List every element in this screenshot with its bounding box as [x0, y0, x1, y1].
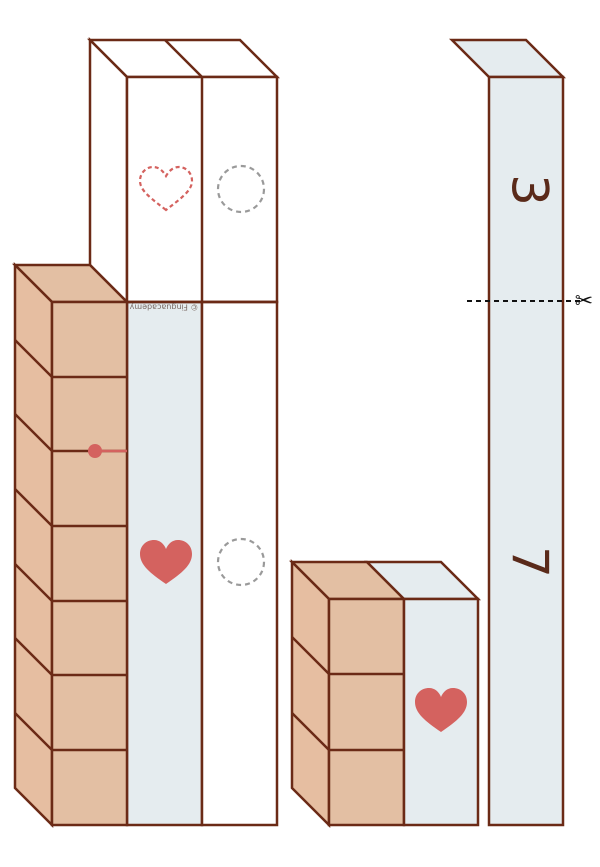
tall-strip: © Finguacademy: [86, 36, 281, 827]
tall-strip-top-divider: [164, 39, 203, 78]
pointer-dot: [88, 444, 102, 458]
number-strip-body: [487, 75, 565, 827]
scissors-icon: ✂: [575, 289, 593, 314]
number-strip-top-face: [448, 38, 567, 79]
short-tower-dividers: [291, 636, 404, 752]
cube-tower-three: [288, 558, 482, 829]
dashed-circle-icon: [216, 164, 266, 214]
heart-icon: [415, 688, 467, 732]
tall-strip-white-column: [200, 300, 279, 827]
number-strip: ✂ 3 7: [448, 38, 593, 827]
heart-icon: [140, 540, 192, 584]
tall-strip-side-face: [88, 36, 129, 306]
short-tower-front-face: [327, 597, 406, 827]
cube-tower-side-face: [13, 261, 54, 829]
cube-tower-seven: [11, 261, 131, 829]
dashed-heart-icon: [138, 165, 194, 212]
short-tower-side-face: [290, 558, 331, 829]
cube-tower-front-face: [50, 300, 129, 827]
dashed-circle-icon: [216, 537, 266, 587]
credit-text: © Finguacademy: [129, 303, 198, 312]
top-value-label: 3: [501, 174, 559, 206]
bottom-value-label: 7: [501, 546, 559, 578]
